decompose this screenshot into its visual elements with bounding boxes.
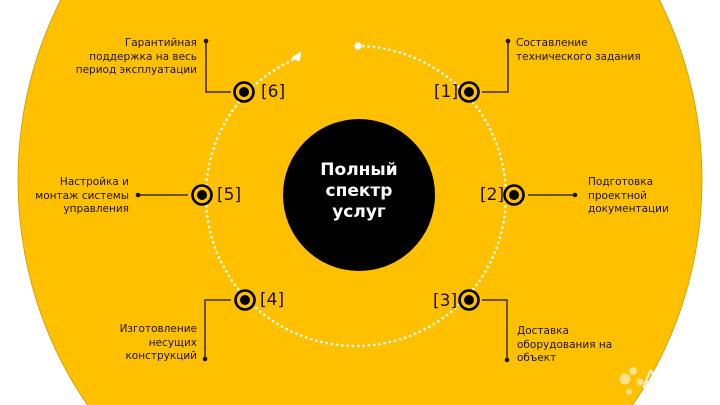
connector-dot-4 bbox=[202, 356, 208, 362]
step-label-line: Доставка bbox=[517, 325, 569, 337]
step-label-line: технического задания bbox=[516, 50, 641, 63]
target-icon-5 bbox=[191, 184, 213, 206]
connector-dot-5 bbox=[135, 192, 141, 198]
connector-dot-6 bbox=[203, 38, 209, 44]
step-label-line: поддержка на весь bbox=[89, 50, 197, 63]
connector-6 bbox=[205, 41, 231, 93]
avito-logo-icon bbox=[619, 367, 644, 395]
center-circle bbox=[283, 119, 435, 271]
path-arrow-icon bbox=[291, 51, 302, 62]
connector-3 bbox=[482, 299, 508, 360]
node-markers bbox=[191, 81, 525, 311]
connector-1 bbox=[482, 41, 509, 93]
step-label-line: Подготовка bbox=[588, 176, 654, 188]
center-title-line: Полный bbox=[320, 160, 398, 180]
step-label-line: объект bbox=[517, 352, 557, 364]
step-label-6: Гарантийная поддержка на весь период экс… bbox=[76, 37, 197, 78]
step-number-5: [5] bbox=[217, 185, 242, 205]
target-icon-2 bbox=[503, 184, 525, 206]
step-number-4: [4] bbox=[260, 290, 285, 310]
connector-4 bbox=[204, 299, 231, 359]
connector-dot-1 bbox=[505, 38, 511, 44]
step-number-3: [3] bbox=[433, 291, 458, 311]
step-label-4: Изготовление несущих конструкций bbox=[120, 323, 197, 364]
step-label-line: управления bbox=[63, 203, 129, 215]
step-number-1: [1] bbox=[434, 82, 459, 102]
path-start-dot bbox=[354, 42, 362, 50]
step-label-line: Настройка и bbox=[59, 176, 129, 188]
dotted-cycle-path bbox=[204, 44, 508, 348]
step-label-line: монтаж системы bbox=[35, 189, 129, 202]
target-icon-1 bbox=[458, 81, 480, 103]
step-number-2: [2] bbox=[480, 185, 505, 205]
step-label-line: оборудования на bbox=[517, 338, 613, 351]
step-label-1: Составление технического задания bbox=[516, 37, 641, 64]
avito-watermark: Avito bbox=[612, 362, 712, 398]
step-label-line: Гарантийная bbox=[124, 37, 197, 49]
center-title-line: услуг bbox=[332, 202, 386, 222]
center-title-line: спектр bbox=[325, 181, 393, 201]
step-label-line: Составление bbox=[516, 37, 588, 49]
step-label-2: Подготовка проектной документации bbox=[588, 176, 669, 217]
step-label-line: несущих bbox=[148, 336, 197, 349]
step-label-line: период эксплуатации bbox=[75, 64, 197, 76]
watermark-text: Avito bbox=[642, 364, 697, 394]
center-title: Полный спектр услуг bbox=[283, 160, 435, 223]
target-icon-3 bbox=[458, 289, 480, 311]
connector-dot-2 bbox=[572, 192, 578, 198]
connector-dot-3 bbox=[504, 357, 510, 363]
step-label-line: проектной bbox=[588, 189, 647, 202]
step-label-line: Изготовление bbox=[119, 323, 197, 335]
target-icon-4 bbox=[234, 289, 256, 311]
step-label-3: Доставка оборудования на объект bbox=[517, 325, 612, 366]
step-label-line: документации bbox=[588, 203, 669, 215]
target-icon-6 bbox=[233, 81, 255, 103]
step-label-line: конструкций bbox=[125, 350, 197, 362]
step-label-5: Настройка и монтаж системы управления bbox=[35, 176, 129, 217]
step-number-6: [6] bbox=[261, 82, 286, 102]
